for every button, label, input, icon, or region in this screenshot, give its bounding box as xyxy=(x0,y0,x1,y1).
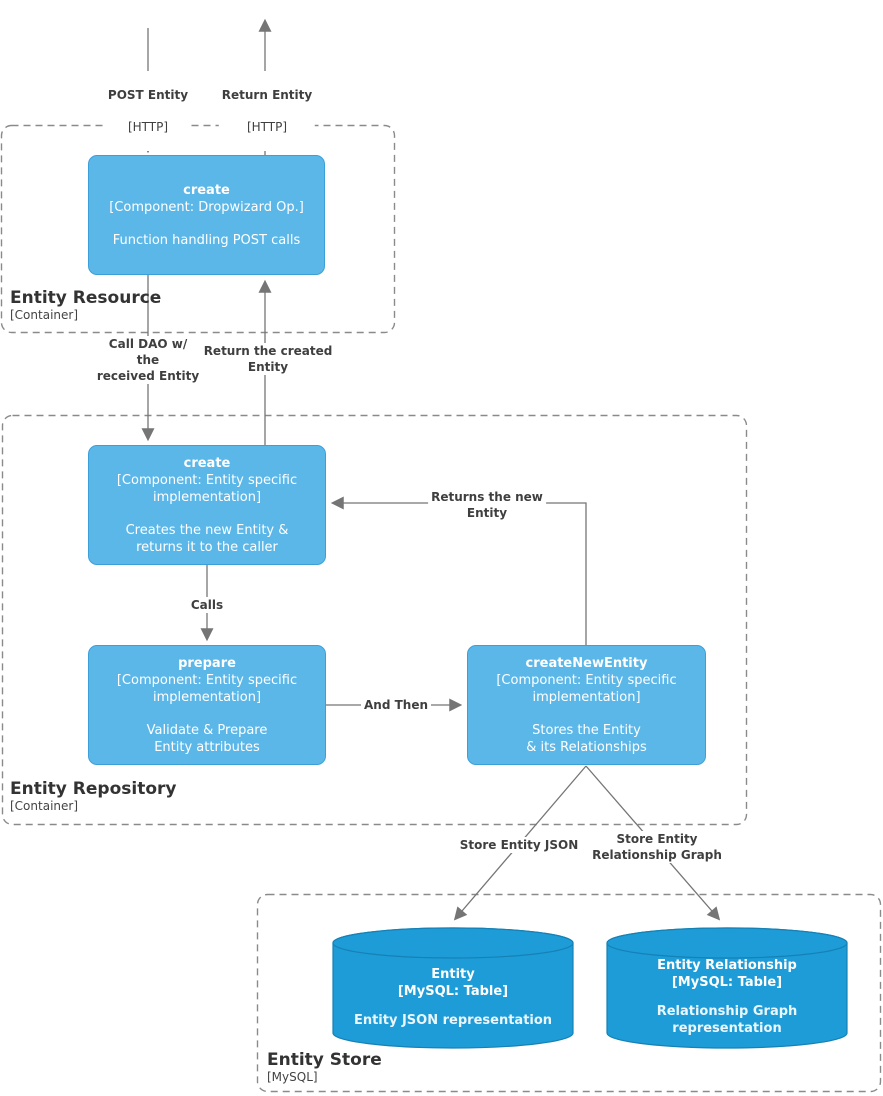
component-title: create xyxy=(183,455,231,471)
edge-call-dao-label: Call DAO w/ the received Entity xyxy=(93,336,203,384)
component-repo-create[interactable]: create [Component: Entity specific imple… xyxy=(88,445,326,565)
container-type: [MySQL] xyxy=(267,1070,318,1084)
component-repo-prepare[interactable]: prepare [Component: Entity specific impl… xyxy=(88,645,326,765)
component-meta: [Component: Entity specific implementati… xyxy=(116,472,298,505)
component-desc: Creates the new Entity & returns it to t… xyxy=(125,522,289,555)
edge-store-json-label: Store Entity JSON xyxy=(456,837,582,853)
container-name: Entity Store xyxy=(267,1050,382,1070)
component-title: prepare xyxy=(178,655,236,671)
component-title: createNewEntity xyxy=(525,655,648,671)
component-meta: [Component: Dropwizard Op.] xyxy=(109,199,304,215)
edge-return-created-label: Return the created Entity xyxy=(200,343,336,375)
edge-and-then-label: And Then xyxy=(360,697,432,713)
entity-store-container-label: Entity Store [MySQL] xyxy=(267,1050,382,1084)
datastore-entity-relationship-cylinder[interactable] xyxy=(606,927,848,1049)
datastore-entity-cylinder[interactable] xyxy=(332,927,574,1049)
component-create-new-entity[interactable]: createNewEntity [Component: Entity speci… xyxy=(467,645,706,765)
component-resource-create[interactable]: create [Component: Dropwizard Op.] Funct… xyxy=(88,155,325,275)
container-type: [Container] xyxy=(10,308,79,322)
component-desc: Stores the Entity & its Relationships xyxy=(526,722,647,755)
datastore-entity-relationship-top[interactable] xyxy=(606,927,848,959)
edge-label-tech: [HTTP] xyxy=(246,120,288,134)
entity-repository-container-label: Entity Repository [Container] xyxy=(10,779,176,813)
container-type: [Container] xyxy=(10,799,79,813)
edge-calls-label: Calls xyxy=(187,597,227,613)
entity-resource-container-outline xyxy=(0,124,396,334)
component-desc: Function handling POST calls xyxy=(112,232,301,248)
edge-store-graph-label: Store Entity Relationship Graph xyxy=(589,831,725,863)
datastore-entity-top[interactable] xyxy=(332,927,574,959)
component-title: create xyxy=(183,182,230,198)
component-meta: [Component: Entity specific implementati… xyxy=(496,672,677,705)
entity-resource-container-label: Entity Resource [Container] xyxy=(10,288,161,322)
edge-returns-new-line xyxy=(330,496,587,645)
edge-label-text: POST Entity xyxy=(107,88,189,102)
entity-repository-container-outline xyxy=(1,414,748,826)
entity-store-container-outline xyxy=(256,893,882,1093)
container-name: Entity Repository xyxy=(10,779,177,799)
edge-label-tech: [HTTP] xyxy=(127,120,169,134)
edge-returns-new-label: Returns the new Entity xyxy=(428,489,546,521)
edge-return-entity-label: Return Entity [HTTP] xyxy=(218,71,316,151)
component-meta: [Component: Entity specific implementati… xyxy=(116,672,298,705)
component-desc: Validate & Prepare Entity attributes xyxy=(146,722,268,755)
edge-post-entity-label: POST Entity [HTTP] xyxy=(104,71,192,151)
container-name: Entity Resource xyxy=(10,288,162,308)
edge-label-text: Return Entity xyxy=(221,88,313,102)
